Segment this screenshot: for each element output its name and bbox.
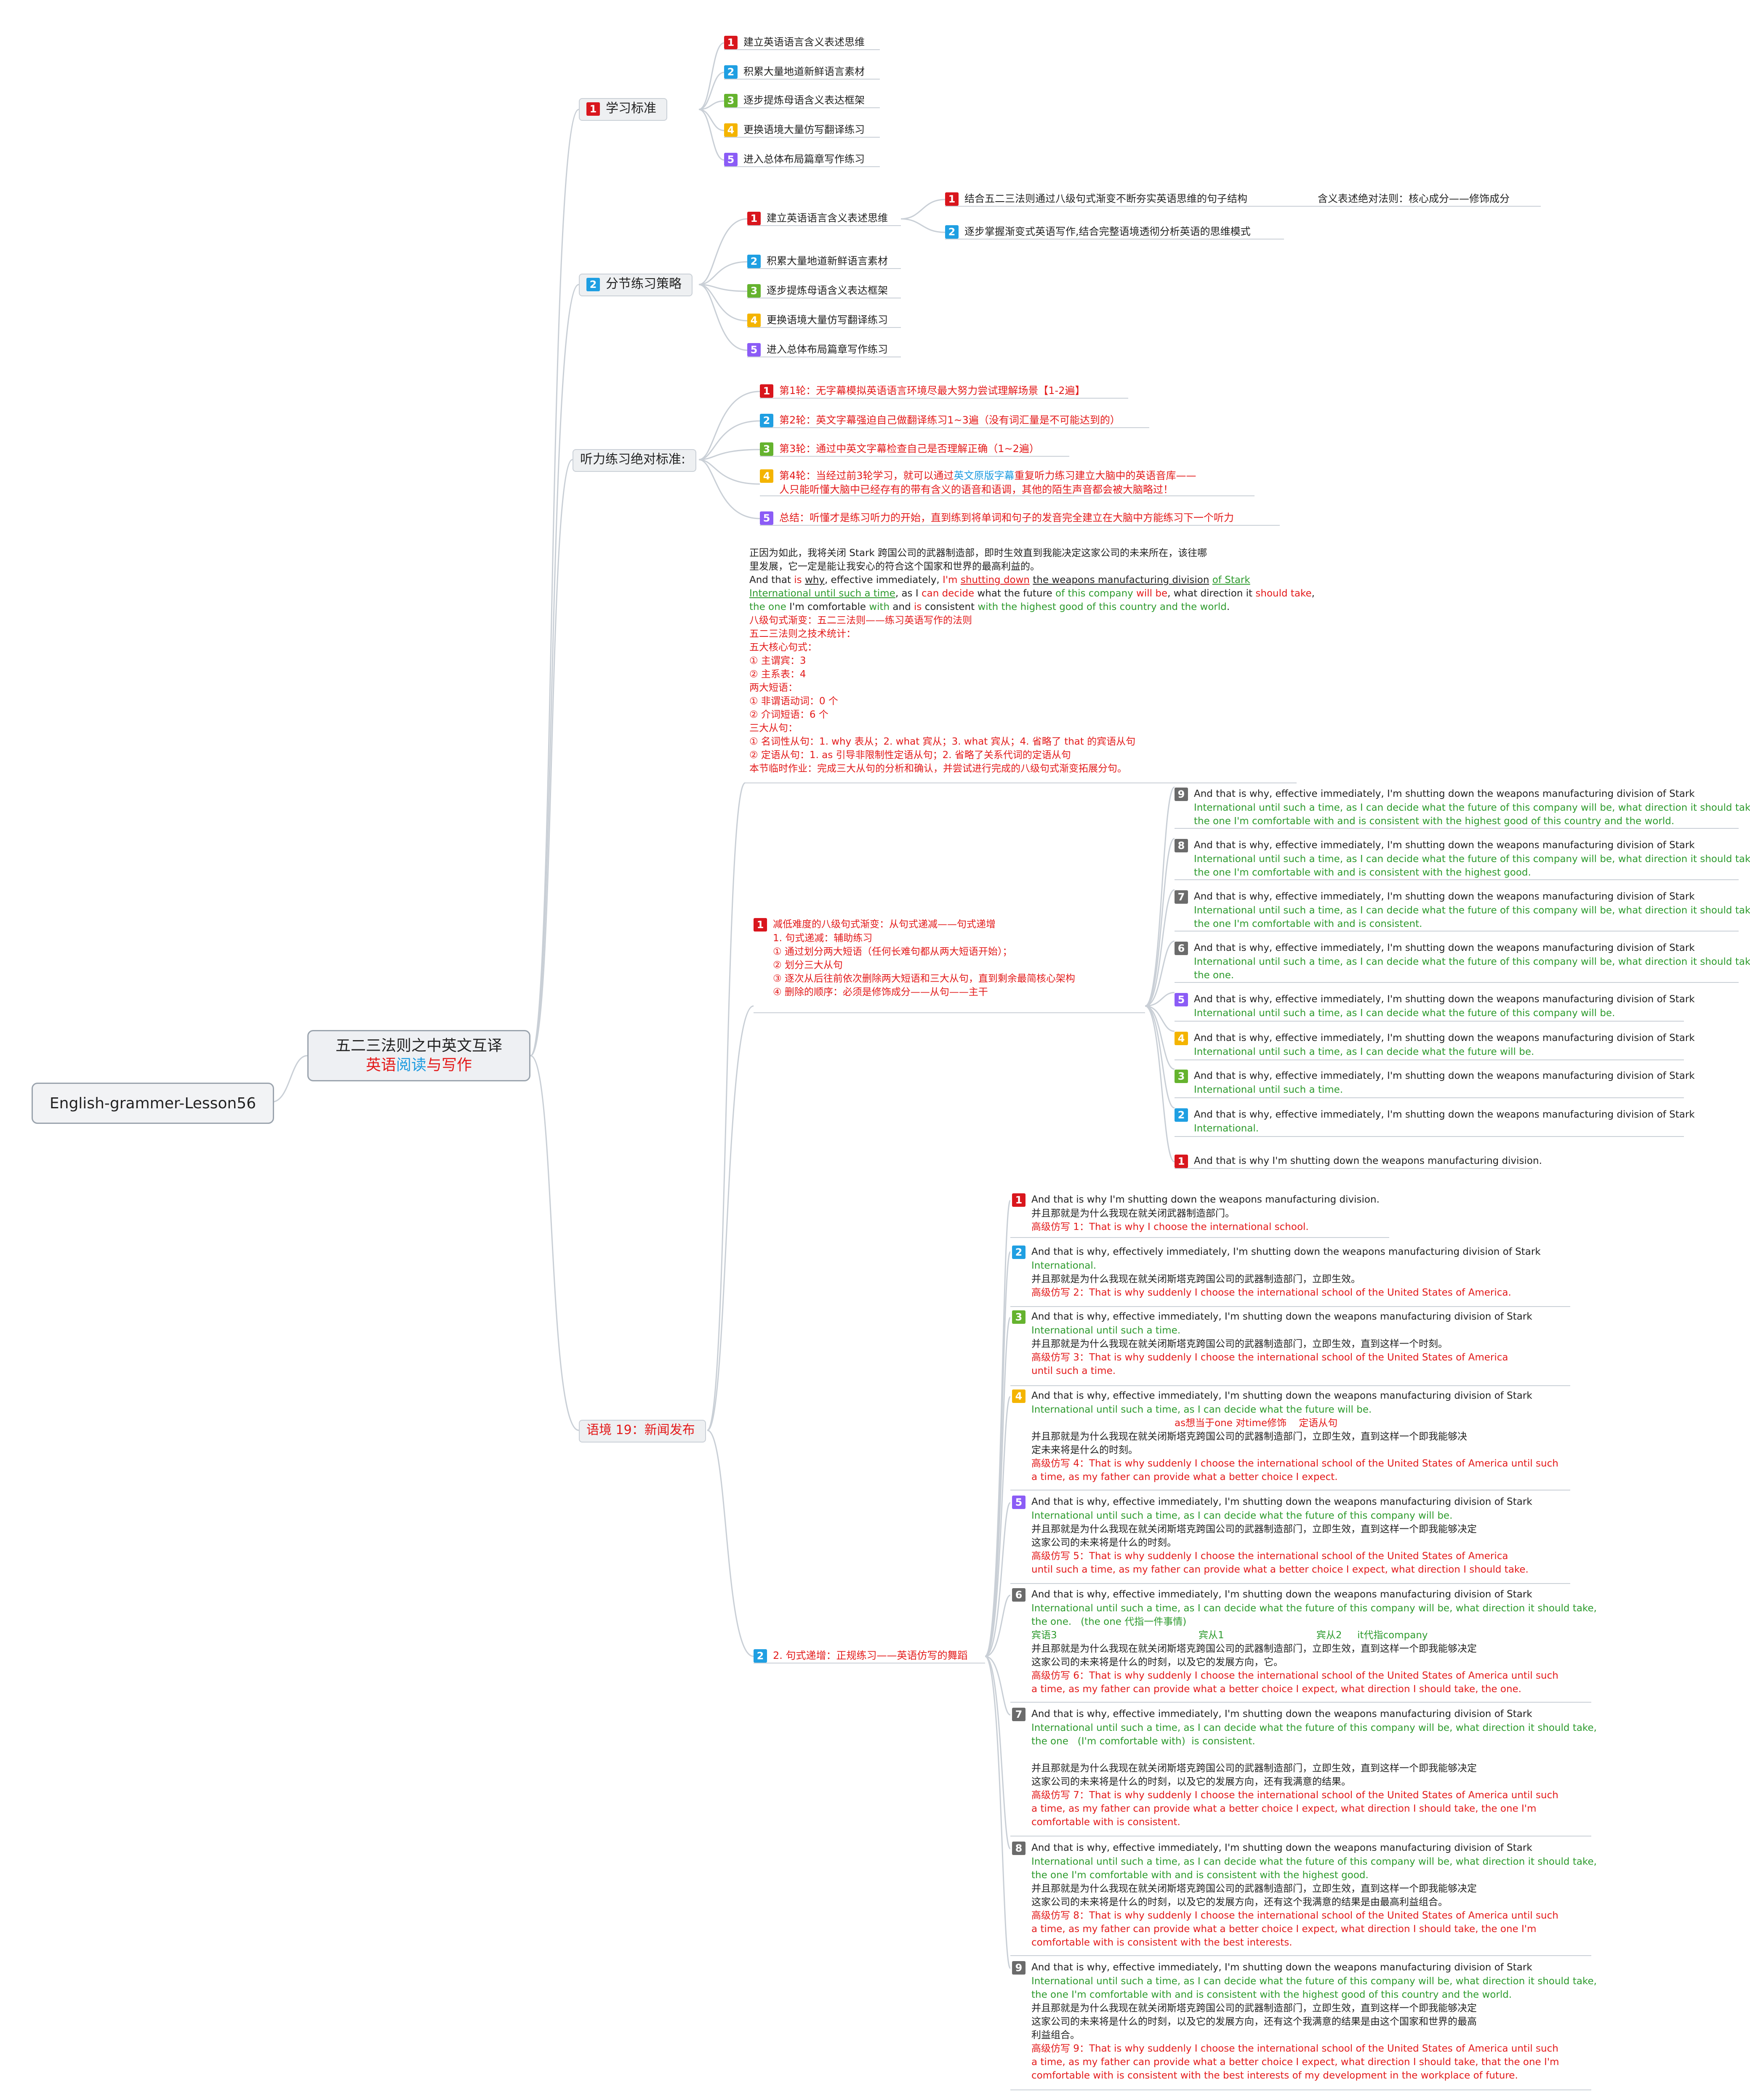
branch-label: 听力练习绝对标准: (580, 452, 686, 467)
intro-english-sentence: And that is why, effective immediately, … (749, 575, 1315, 612)
number-badge-icon: 1 (754, 918, 767, 932)
number-badge-icon: 1 (945, 192, 959, 206)
number-badge-icon: 2 (760, 414, 773, 427)
root-label: English-grammer-Lesson56 (49, 1094, 256, 1112)
number-badge-icon: 9 (1012, 1961, 1025, 1975)
number-badge-icon: 7 (1012, 1707, 1025, 1721)
number-badge-icon: 6 (1012, 1588, 1025, 1602)
number-badge-icon: 4 (724, 123, 738, 137)
number-badge-icon: 6 (1175, 941, 1188, 955)
number-badge-icon: 2 (747, 255, 761, 268)
number-badge-icon: 1 (724, 36, 738, 49)
branch-label: 学习标准 (606, 101, 656, 116)
number-badge-icon: 4 (760, 469, 773, 483)
number-badge-icon: 2 (1012, 1245, 1025, 1259)
number-badge-icon: 5 (747, 343, 761, 357)
number-badge-icon: 3 (760, 442, 773, 456)
number-badge-icon: 3 (747, 284, 761, 298)
number-badge-icon: 8 (1012, 1841, 1025, 1855)
branch-study-standard[interactable]: 1 学习标准 (579, 98, 667, 121)
number-badge-icon: 8 (1175, 838, 1188, 852)
number-badge-icon: 1 (1175, 1154, 1188, 1168)
number-badge-icon: 4 (1175, 1031, 1188, 1045)
intro-paragraph[interactable]: 正因为如此，我将关闭 Stark 跨国公司的武器制造部，即时生效直到我能决定这家… (749, 548, 1315, 774)
number-badge-icon: 2 (724, 65, 738, 79)
central-topic[interactable]: 五二三法则之中英文互译 英语阅读与写作 (307, 1030, 530, 1081)
root-node[interactable]: English-grammer-Lesson56 (32, 1083, 274, 1124)
branch-label: 语境 19：新闻发布 (586, 1423, 695, 1437)
branch-practice-strategy[interactable]: 2 分节练习策略 (579, 274, 693, 296)
number-badge-icon: 1 (760, 384, 773, 398)
number-badge-icon: 7 (1175, 890, 1188, 904)
number-badge-icon: 3 (1175, 1069, 1188, 1083)
number-badge-icon: 4 (747, 314, 761, 327)
central-subtitle: 英语阅读与写作 (365, 1057, 472, 1074)
number-badge-icon: 9 (1175, 787, 1188, 801)
number-badge-icon: 3 (724, 94, 738, 107)
central-title: 五二三法则之中英文互译 (335, 1037, 502, 1054)
number-badge-icon: 1 (747, 212, 761, 225)
number-badge-icon: 5 (1012, 1495, 1025, 1509)
number-badge-icon: 5 (760, 511, 773, 525)
number-badge-icon: 1 (1012, 1193, 1025, 1207)
practice-sub-note[interactable]: 含义表述绝对法则：核心成分——修饰成分 (1318, 193, 1510, 205)
number-badge-icon: 2 (754, 1649, 767, 1663)
number-badge-icon: 5 (1175, 993, 1188, 1006)
branch-news-context[interactable]: 语境 19：新闻发布 (579, 1420, 706, 1443)
number-badge-icon: 5 (724, 153, 738, 166)
branch-label: 分节练习策略 (606, 277, 682, 291)
number-badge-icon: 2 (586, 277, 600, 291)
number-badge-icon: 4 (1012, 1389, 1025, 1403)
number-badge-icon: 1 (586, 102, 600, 116)
number-badge-icon: 3 (1012, 1310, 1025, 1324)
branch-listening-standard[interactable]: 听力练习绝对标准: (573, 449, 697, 472)
number-badge-icon: 2 (945, 225, 959, 239)
number-badge-icon: 2 (1175, 1108, 1188, 1122)
